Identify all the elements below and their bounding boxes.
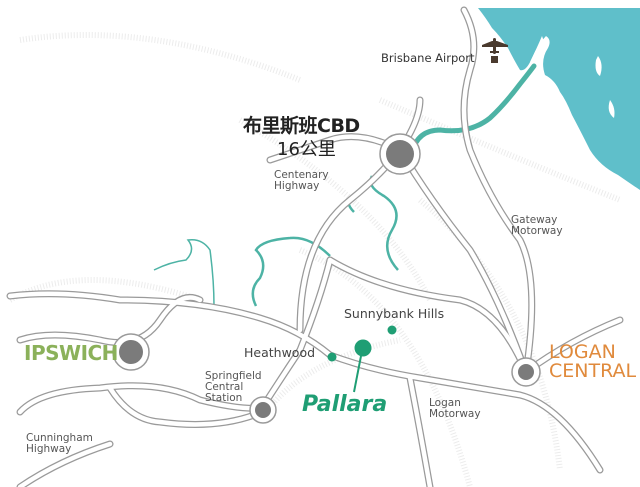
heathwood-label: Heathwood (244, 345, 316, 360)
sunnybank-hills-dot (387, 325, 397, 335)
cunningham-highway-label: Cunningham Highway (26, 432, 93, 456)
gateway-motorway-label: Gateway Motorway (511, 214, 563, 238)
ipswich-label: IPSWICH (24, 341, 118, 365)
sunnybank-hills-label: Sunnybank Hills (344, 306, 445, 321)
logan-hub-marker (511, 357, 541, 387)
centenary-highway-label: Centenary Highway (274, 169, 329, 193)
heathwood-dot (327, 352, 337, 362)
pallara-label: Pallara (302, 392, 388, 417)
cbd-title: 布里斯班CBD (243, 115, 360, 137)
brisbane-river (409, 63, 537, 155)
cbd-distance: 16公里 (277, 139, 336, 160)
pallara-marker (354, 339, 372, 357)
cbd-hub-marker (379, 133, 421, 175)
bay-water (478, 8, 640, 190)
airport-label: Brisbane Airport (381, 51, 475, 65)
airport-square-marker (491, 56, 498, 63)
ipswich-hub-marker (112, 333, 150, 371)
springfield-hub-marker (249, 396, 277, 424)
airplane-icon (482, 38, 508, 54)
logan-motorway-label: Logan Motorway (429, 397, 481, 421)
logan-central-label: LOGAN CENTRAL (549, 341, 637, 382)
springfield-central-station-label: Springfield Central Station (205, 370, 262, 405)
pallara-pointer (353, 355, 362, 393)
